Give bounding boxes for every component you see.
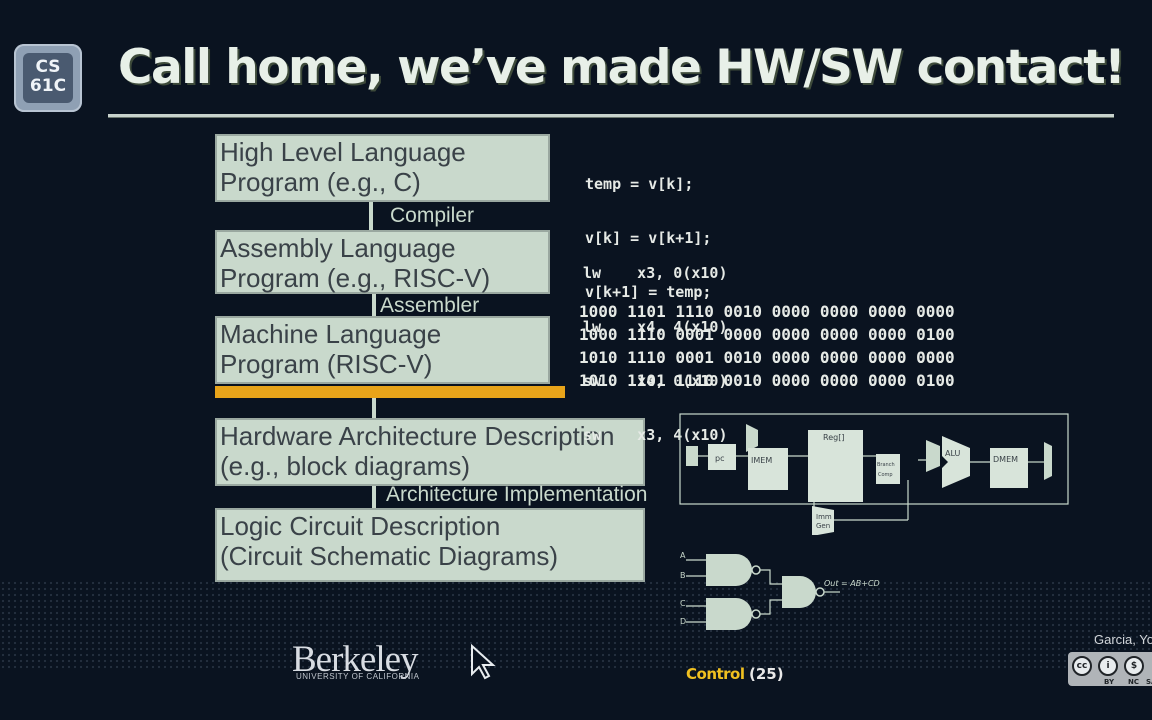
machine-code-line: 1010 1110 0001 0010 0000 0000 0000 0000 (579, 348, 955, 367)
gate-input-b: B (680, 571, 686, 580)
machine-code-line: 1000 1110 0001 0000 0000 0000 0000 0100 (579, 325, 955, 344)
level-box-machine-language: Machine Language Program (RISC-V) (215, 316, 550, 384)
level-line-1: Hardware Architecture Description (220, 421, 615, 451)
asm-code-line: sw x3, 4(x10) (583, 426, 728, 444)
cc-icon: cc (1072, 656, 1092, 676)
berkeley-logo: Berkeley (292, 639, 419, 680)
logo-line-1: CS (35, 57, 61, 77)
level-line-2: Program (e.g., RISC-V) (220, 263, 491, 293)
datapath-gen-label: Gen (816, 522, 830, 530)
level-line-2: (e.g., block diagrams) (220, 451, 470, 481)
logic-gate-schematic: A B C D Out = AB+CD (680, 551, 880, 630)
level-line-2: Program (e.g., C) (220, 167, 421, 197)
level-line-1: Logic Circuit Description (220, 511, 501, 541)
datapath-imm-label: Imm (816, 513, 832, 521)
datapath-pc-label: pc (715, 454, 724, 463)
footer-section-title: Control (686, 665, 745, 683)
gate-input-a: A (680, 551, 686, 560)
cc-nc-icon: $ (1124, 656, 1144, 676)
level-box-logic-circuit: Logic Circuit Description (Circuit Schem… (215, 508, 645, 582)
connector-line (372, 294, 376, 316)
berkeley-subtitle: UNIVERSITY OF CALIFORNIA (296, 672, 420, 681)
connector-line (372, 398, 376, 418)
machine-code-line: 1010 1101 1110 0010 0000 0000 0000 0100 (579, 371, 955, 390)
mouse-cursor-icon (471, 644, 496, 680)
datapath-imem-label: IMEM (751, 456, 772, 465)
asm-code-line: lw x4, 4(x10) (583, 318, 728, 336)
step-architecture-implementation: Architecture Implementation (386, 483, 648, 506)
connector-line (369, 202, 373, 230)
assembly-code-block: lw x3, 0(x10) lw x4, 4(x10) sw x4, 0(x10… (583, 228, 728, 480)
datapath-comp-label: Comp (878, 472, 893, 478)
title-underline (108, 114, 1114, 118)
level-line-2: (Circuit Schematic Diagrams) (220, 541, 559, 571)
dotted-texture (0, 580, 1152, 670)
datapath-block-diagram: pc IMEM Reg[] Branch Comp ALU DMEM Imm G… (679, 413, 1069, 535)
asm-code-line: sw x4, 0(x10) (583, 372, 728, 390)
level-line-1: High Level Language (220, 137, 466, 167)
level-line-2: Program (RISC-V) (220, 349, 433, 379)
slide-title: Call home, we’ve made HW/SW contact! (118, 40, 1126, 95)
footer-page-number: (25) (749, 665, 784, 683)
cc-by-label: BY (1104, 678, 1115, 686)
c-code-line: v[k] = v[k+1]; (585, 229, 712, 247)
gate-input-c: C (680, 599, 686, 608)
cc-nc-label: NC (1128, 678, 1139, 686)
cc-by-icon: i (1098, 656, 1118, 676)
creative-commons-badge: cc i $ BY NC SA (1068, 652, 1152, 686)
gate-input-d: D (680, 617, 686, 626)
level-box-hardware-architecture: Hardware Architecture Description (e.g.,… (215, 418, 645, 486)
asm-code-line: lw x3, 0(x10) (583, 264, 728, 282)
step-assembler: Assembler (380, 294, 480, 317)
footer-author: Garcia, Yo (1094, 632, 1152, 647)
level-line-1: Assembly Language (220, 233, 456, 263)
step-compiler: Compiler (390, 204, 475, 227)
level-box-high-level-language: High Level Language Program (e.g., C) (215, 134, 550, 202)
level-line-1: Machine Language (220, 319, 442, 349)
c-code-block: temp = v[k]; v[k] = v[k+1]; v[k+1] = tem… (585, 139, 711, 337)
connector-line (372, 486, 376, 508)
datapath-alu-label: ALU (945, 449, 961, 458)
cc-sa-label: SA (1146, 678, 1152, 686)
gate-output-label: Out = AB+CD (824, 579, 880, 588)
logo-line-2: 61C (29, 76, 67, 96)
c-code-line: temp = v[k]; (585, 175, 694, 193)
datapath-dmem-label: DMEM (993, 455, 1018, 464)
machine-code-line: 1000 1101 1110 0010 0000 0000 0000 0000 (579, 302, 955, 321)
highlight-bar (215, 386, 565, 398)
cs61c-logo: CS 61C (14, 44, 82, 112)
c-code-line: v[k+1] = temp; (585, 283, 712, 301)
level-box-assembly-language: Assembly Language Program (e.g., RISC-V) (215, 230, 550, 294)
cs61c-logo-text: CS 61C (23, 53, 73, 103)
datapath-branch-label: Branch (877, 462, 895, 468)
datapath-reg-label: Reg[] (823, 433, 844, 442)
